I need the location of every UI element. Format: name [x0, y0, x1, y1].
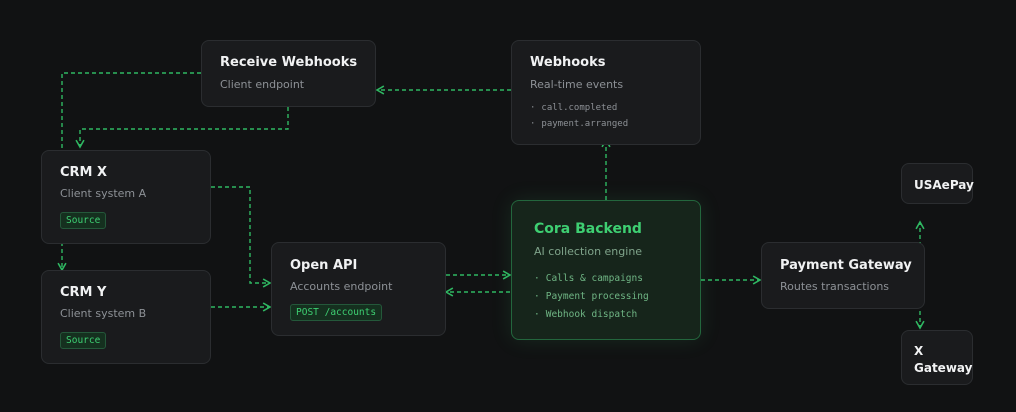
bullet-icon: · — [534, 273, 540, 284]
event-name: call.completed — [541, 103, 618, 113]
node-payment-gateway[interactable]: Payment Gateway Routes transactions — [761, 242, 925, 309]
node-title: Cora Backend — [534, 221, 642, 237]
list-item: · call.completed — [530, 100, 628, 116]
event-name: payment.arranged — [541, 119, 629, 129]
source-badge: Source — [60, 332, 107, 349]
node-title: X Gateway — [914, 344, 973, 375]
node-title: USAePay — [914, 178, 974, 192]
feature-name: Webhook dispatch — [545, 309, 638, 320]
edge-receive-webhooks-to-crm-x — [75, 107, 289, 149]
node-cora-backend[interactable]: Cora Backend AI collection engine · Calls… — [511, 200, 701, 340]
node-title: Receive Webhooks — [220, 55, 358, 70]
node-title: CRM X — [60, 165, 108, 180]
endpoint-badge: POST /accounts — [290, 304, 383, 321]
node-x-gateway[interactable]: X Gateway — [901, 330, 973, 385]
node-title: CRM Y — [60, 285, 107, 300]
node-subtitle: Client endpoint — [220, 78, 305, 91]
node-title: Payment Gateway — [780, 258, 912, 273]
node-subtitle: Accounts endpoint — [290, 280, 393, 293]
node-subtitle: Client system B — [60, 307, 147, 320]
node-subtitle: Routes transactions — [780, 280, 890, 293]
list-item: · Calls & campaigns — [534, 270, 649, 288]
feature-list: · Calls & campaigns · Payment processing ·… — [534, 270, 649, 324]
node-open-api[interactable]: Open API Accounts endpoint POST /account… — [271, 242, 446, 336]
bullet-icon: · — [534, 291, 540, 302]
node-crm-x[interactable]: CRM X Client system A Source — [41, 150, 211, 244]
feature-name: Calls & campaigns — [545, 273, 643, 284]
bullet-icon: · — [530, 119, 536, 129]
bullet-icon: · — [530, 103, 536, 113]
list-item: · payment.arranged — [530, 116, 628, 132]
node-subtitle: AI collection engine — [534, 245, 643, 258]
node-subtitle: Client system A — [60, 187, 147, 200]
node-title: Open API — [290, 258, 358, 273]
node-webhooks[interactable]: Webhooks Real-time events · call.complete… — [511, 40, 701, 145]
feature-name: Payment processing — [545, 291, 649, 302]
list-item: · Payment processing — [534, 288, 649, 306]
node-crm-y[interactable]: CRM Y Client system B Source — [41, 270, 211, 364]
source-badge: Source — [60, 212, 107, 229]
edge-crm-x-to-open-api — [211, 186, 272, 288]
event-list: · call.completed · payment.arranged — [530, 100, 628, 132]
list-item: · Webhook dispatch — [534, 306, 649, 324]
bullet-icon: · — [534, 309, 540, 320]
node-usaepay[interactable]: USAePay — [901, 163, 974, 204]
node-receive-webhooks[interactable]: Receive Webhooks Client endpoint — [201, 40, 376, 107]
node-title: Webhooks — [530, 55, 606, 70]
node-subtitle: Real-time events — [530, 78, 624, 91]
